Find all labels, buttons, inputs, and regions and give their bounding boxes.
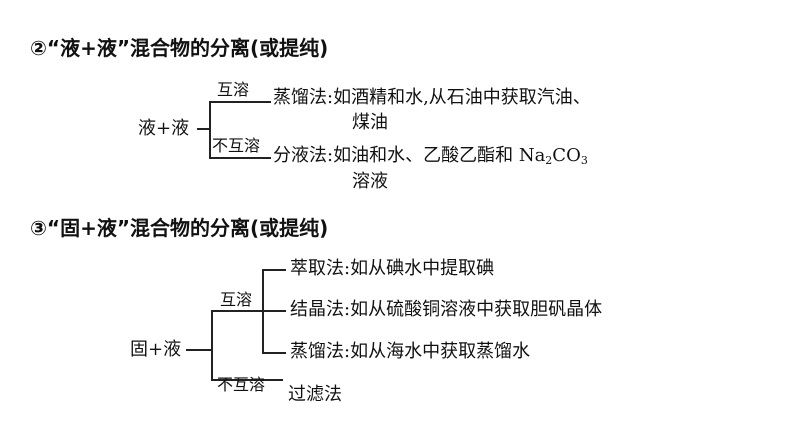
section2-branch2-row-cont: 溶液 [352, 171, 388, 192]
section2-branch1-row-cont: 煤油 [352, 112, 388, 133]
section3-branch1-condition: 互溶 [220, 290, 253, 309]
colon: : [327, 87, 334, 108]
colon: : [327, 145, 334, 166]
section3-title: ③“固+液”混合物的分离(或提纯) [30, 216, 329, 240]
section3-sub-line-1 [262, 269, 286, 271]
example-text: 如油和水、乙酸乙酯和 [333, 145, 519, 166]
section2-branch1-condition: 互溶 [217, 80, 250, 99]
example-text: 如从碘水中提取碘 [350, 258, 495, 279]
method-distillation: 蒸馏法 [273, 87, 327, 108]
section3-sub-line-3 [262, 352, 286, 354]
example-text: 如从海水中获取蒸馏水 [350, 341, 531, 362]
section2-branch2-line [209, 157, 271, 159]
section2-root-label: 液+液 [138, 118, 190, 139]
section3-item-extraction: 萃取法:如从碘水中提取碘 [290, 258, 494, 280]
section3-item-filtration: 过滤法 [288, 384, 342, 405]
method-extraction: 萃取法 [290, 258, 344, 279]
section2-branch1-line [209, 101, 271, 103]
section2-branch2-row: 分液法:如油和水、乙酸乙酯和 Na2CO3 [273, 145, 588, 167]
section3-item-distillation: 蒸馏法:如从海水中获取蒸馏水 [290, 341, 530, 363]
section3-branch2-line [211, 379, 283, 381]
section2-root-connector [197, 128, 210, 130]
section3-bracket-vertical [211, 310, 213, 380]
colon: : [344, 258, 351, 279]
section2-branch1-row: 蒸馏法:如酒精和水,从石油中获取汽油、 [273, 87, 591, 109]
section3-sub-line-2 [262, 310, 286, 312]
section2-bracket-vertical [209, 101, 211, 158]
example-text: 如从硫酸铜溶液中获取胆矾晶体 [350, 299, 603, 320]
section3-branch1-line [211, 310, 263, 312]
example-text: 如酒精和水,从石油中获取汽油、 [333, 87, 591, 108]
method-crystallization: 结晶法 [290, 299, 344, 320]
section2-branch2-condition: 不互溶 [212, 136, 261, 155]
chemical-formula: Na2CO3 [518, 145, 588, 167]
section3-root-connector [186, 349, 212, 351]
section3-item-crystallization: 结晶法:如从硫酸铜溶液中获取胆矾晶体 [290, 299, 602, 321]
colon: : [344, 341, 351, 362]
section3-root-label: 固+液 [130, 339, 182, 360]
section3-branch2-condition: 不互溶 [217, 375, 266, 394]
section2-title: ②“液+液”混合物的分离(或提纯) [30, 36, 329, 60]
colon: : [344, 299, 351, 320]
method-distillation: 蒸馏法 [290, 341, 344, 362]
method-separating-funnel: 分液法 [273, 145, 327, 166]
